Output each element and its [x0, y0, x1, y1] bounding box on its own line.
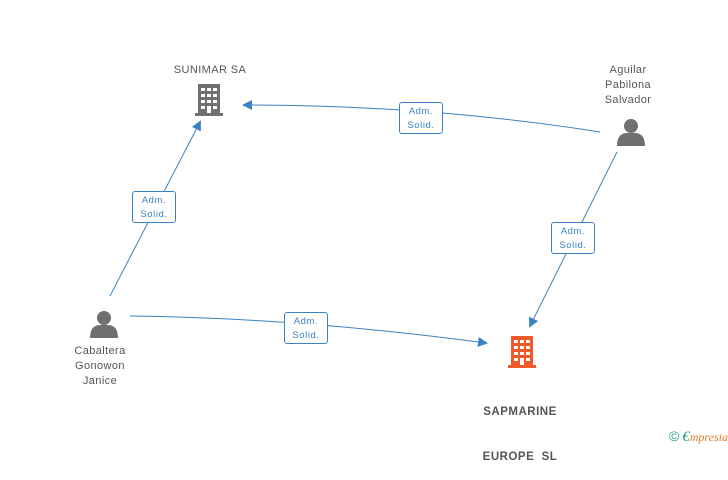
edge-label-cabaltera-sunimar: Adm. Solid. — [132, 191, 176, 223]
brand-logo-text: mpresia — [689, 430, 728, 444]
copyright-symbol: © — [668, 428, 680, 444]
person-icon[interactable] — [90, 311, 118, 338]
node-name-line: SAPMARINE — [483, 406, 557, 418]
node-name-line: Gonowon — [75, 360, 125, 372]
node-name-line: Cabaltera — [74, 345, 126, 357]
building-icon[interactable] — [195, 84, 223, 116]
edge-label-aguilar-sapmarine: Adm. Solid. — [551, 222, 595, 254]
node-label-cabaltera[interactable]: Cabaltera Gonowon Janice — [60, 344, 140, 389]
edge-label-line: Solid. — [407, 120, 435, 131]
node-label-sunimar[interactable]: SUNIMAR SA — [150, 63, 270, 78]
node-name-line: Salvador — [604, 94, 652, 106]
edge-label-line: Solid. — [559, 240, 587, 251]
node-label-sapmarine[interactable]: SAPMARINE EUROPE SL — [470, 375, 570, 480]
edge-label-line: Solid. — [292, 330, 320, 341]
edge-label-line: Solid. — [140, 209, 168, 220]
node-label-aguilar[interactable]: Aguilar Pabilona Salvador — [588, 63, 668, 108]
node-name-line: EUROPE SL — [482, 451, 558, 463]
brand-logo-initial: € — [682, 429, 690, 445]
person-icon[interactable] — [617, 119, 645, 146]
empresia-watermark: ©€mpresia — [669, 428, 728, 446]
relationship-graph — [90, 84, 645, 368]
edge-label-line: Adm. — [293, 316, 319, 327]
node-name: SUNIMAR SA — [173, 64, 247, 76]
node-name-line: Janice — [82, 375, 118, 387]
edge-label-aguilar-sunimar: Adm. Solid. — [399, 102, 443, 134]
building-icon[interactable] — [508, 336, 536, 368]
node-name-line: Pabilona — [604, 79, 651, 91]
edge-label-cabaltera-sapmarine: Adm. Solid. — [284, 312, 328, 344]
edge-label-line: Adm. — [141, 195, 167, 206]
edge-label-line: Adm. — [408, 106, 434, 117]
edge-label-line: Adm. — [560, 226, 586, 237]
node-name-line: Aguilar — [609, 64, 647, 76]
